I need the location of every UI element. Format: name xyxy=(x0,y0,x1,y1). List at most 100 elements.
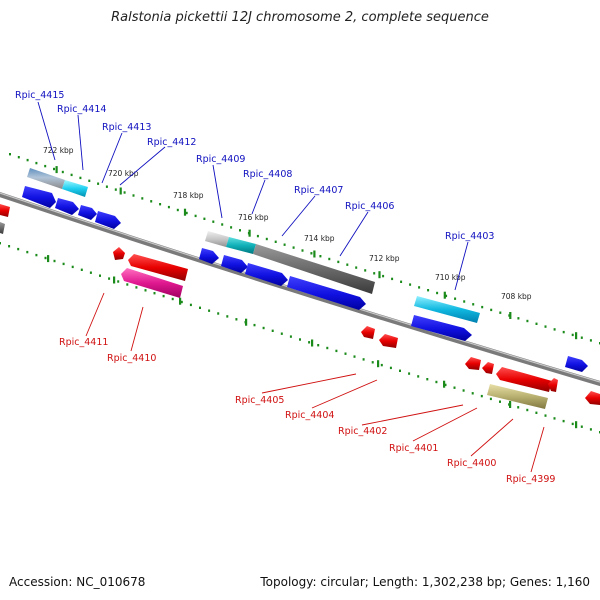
lower-track-dot xyxy=(353,355,356,358)
upper-track-dot xyxy=(150,200,153,203)
gene-rpic-4414[interactable] xyxy=(62,180,88,197)
lower-track-dot xyxy=(80,268,83,271)
scale-tracks xyxy=(0,153,600,434)
gene-rpic-4410[interactable] xyxy=(121,268,183,298)
gene-rpic-i[interactable] xyxy=(0,204,10,217)
gene-rpic-4415[interactable] xyxy=(27,168,65,189)
lower-track-dot xyxy=(135,286,138,289)
lower-track-dot xyxy=(26,250,29,254)
gene-rpic-c[interactable] xyxy=(199,248,219,264)
lower-track-dot xyxy=(444,383,447,387)
gene-rpic-olive[interactable] xyxy=(487,384,548,409)
gene-rpic-4413[interactable] xyxy=(22,186,56,208)
gene-rpic-d[interactable] xyxy=(245,263,288,286)
gene-rpic-4412[interactable] xyxy=(55,198,79,215)
label-rpic-4402[interactable]: Rpic_4402 xyxy=(338,426,387,437)
label-rpic-4400[interactable]: Rpic_4400 xyxy=(447,458,496,469)
upper-track-dot xyxy=(436,291,439,295)
label-rpic-4409[interactable]: Rpic_4409 xyxy=(196,154,245,165)
label-rpic-4404[interactable]: Rpic_4404 xyxy=(285,410,334,421)
lower-track-dot xyxy=(17,247,20,251)
label-rpic-4411[interactable]: Rpic_4411 xyxy=(59,337,108,348)
lower-track-dot xyxy=(408,372,411,375)
gene-rpic-4399[interactable] xyxy=(585,391,600,405)
upper-track-dot xyxy=(44,164,47,168)
lower-track-dot xyxy=(162,294,165,298)
lower-track-dot xyxy=(199,306,201,309)
gene-rpic-4410-red[interactable] xyxy=(128,254,188,281)
lower-track-dot xyxy=(326,346,329,350)
upper-track-dot xyxy=(194,214,197,218)
upper-track-dot xyxy=(490,308,493,312)
lower-track-dot xyxy=(471,392,474,395)
upper-track-dot xyxy=(26,158,29,162)
upper-track-dot xyxy=(472,303,475,306)
label-rpic-4406[interactable]: Rpic_4406 xyxy=(345,201,394,212)
label-rpic-4405[interactable]: Rpic_4405 xyxy=(235,395,284,406)
gene-rpic-4399-tip[interactable] xyxy=(548,378,558,392)
gene-rpic-h[interactable] xyxy=(0,222,5,234)
gene-rpic-4404[interactable] xyxy=(379,334,398,348)
gene-rpic-g[interactable] xyxy=(565,356,588,372)
lower-track-dot xyxy=(289,335,292,338)
gene-rpic-4405[interactable] xyxy=(361,326,375,339)
lower-track-dot xyxy=(35,253,38,257)
label-rpic-4414[interactable]: Rpic_4414 xyxy=(57,104,106,115)
gene-rpic-4401[interactable] xyxy=(482,362,494,374)
upper-track-dot xyxy=(454,297,457,300)
gene-rpic-4407[interactable] xyxy=(253,244,375,294)
label-rpic-4399[interactable]: Rpic_4399 xyxy=(506,474,555,485)
lower-track-dot xyxy=(144,289,147,292)
upper-track-dot xyxy=(53,167,55,171)
label-rpic-4401[interactable]: Rpic_4401 xyxy=(389,443,438,454)
label-rpic-4412[interactable]: Rpic_4412 xyxy=(147,137,196,148)
gene-rpic-4409[interactable] xyxy=(205,231,229,247)
upper-track-dot xyxy=(535,322,538,325)
label-rpic-4413[interactable]: Rpic_4413 xyxy=(102,122,151,133)
upper-track-dot xyxy=(463,300,466,303)
lower-track-dot xyxy=(517,406,520,409)
gene-rpic-4403[interactable] xyxy=(414,296,480,323)
upper-track-dot xyxy=(88,179,91,182)
lower-track-dot xyxy=(99,274,101,277)
upper-track-dot xyxy=(283,243,286,246)
upper-track-dot xyxy=(589,339,592,342)
gene-rpic-a[interactable] xyxy=(78,205,97,220)
upper-track-dot xyxy=(580,336,583,339)
label-rpic-4403[interactable]: Rpic_4403 xyxy=(445,231,494,242)
lower-track-dot xyxy=(580,425,583,428)
label-rpic-4415[interactable]: Rpic_4415 xyxy=(15,90,64,101)
upper-track-dot xyxy=(553,328,556,331)
upper-track-dot xyxy=(517,317,520,320)
upper-track-dot xyxy=(141,197,144,200)
upper-track-dot xyxy=(499,311,502,314)
gene-rpic-4402[interactable] xyxy=(465,357,481,370)
tick-label-722kbp: 722 kbp xyxy=(43,146,74,155)
lower-track-dot xyxy=(44,256,47,260)
upper-track-dot xyxy=(265,237,268,241)
gene-rpic-4406[interactable] xyxy=(221,255,248,273)
label-rpic-4410[interactable]: Rpic_4410 xyxy=(107,353,156,364)
upper-track-dot xyxy=(400,280,403,283)
upper-track-dot xyxy=(562,330,565,334)
accession-text: Accession: NC_010678 xyxy=(9,575,146,589)
upper-track-dot xyxy=(346,263,349,266)
upper-track-dot xyxy=(123,191,126,194)
label-rpic-4408[interactable]: Rpic_4408 xyxy=(243,169,292,180)
lower-track-dot xyxy=(462,389,465,392)
gene-rpic-4411[interactable] xyxy=(113,247,125,260)
upper-track-dot xyxy=(185,211,188,215)
gene-rpic-f[interactable] xyxy=(411,315,472,341)
scale-labels: 722 kbp 720 kbp 718 kbp 716 kbp 714 kbp … xyxy=(43,146,532,301)
lower-track-dot xyxy=(480,394,483,398)
gene-rpic-4408[interactable] xyxy=(226,237,256,254)
gene-rpic-b[interactable] xyxy=(95,211,121,229)
gene-rpic-4400[interactable] xyxy=(496,367,552,392)
lower-major-tick xyxy=(575,421,578,429)
lower-major-tick xyxy=(509,401,512,408)
label-rpic-4407[interactable]: Rpic_4407 xyxy=(294,185,343,196)
lower-track-dot xyxy=(8,245,11,248)
upper-track-dot xyxy=(382,274,385,278)
gene-rpic-e[interactable] xyxy=(287,276,366,310)
